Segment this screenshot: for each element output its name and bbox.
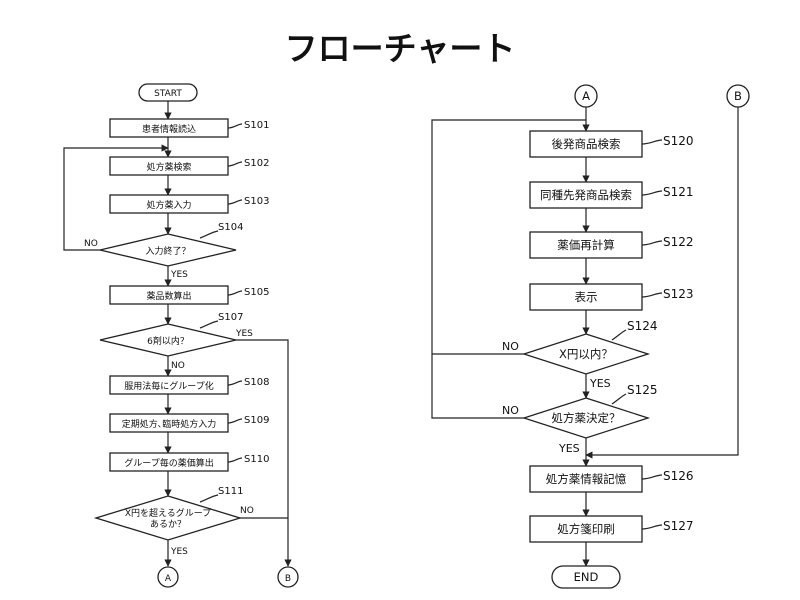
- branch-path-yes-s107: [236, 339, 292, 567]
- process-label-s105: 薬品数算出: [146, 290, 191, 302]
- page-title: フローチャート: [285, 29, 516, 68]
- step-id-s111: S111: [218, 486, 243, 497]
- process-label-s123: 表示: [575, 290, 598, 304]
- step-id-s110: S110: [244, 454, 269, 465]
- process-display: [529, 283, 643, 311]
- start-label: START: [154, 89, 182, 99]
- process-label-s127: 処方箋印刷: [557, 522, 615, 536]
- process-label-s120: 後発商品検索: [552, 137, 621, 151]
- process-label-s103: 処方薬入力: [146, 199, 191, 211]
- decision-label-s124: X円以内？: [559, 347, 613, 361]
- step-id-s124: S124: [627, 319, 658, 333]
- connector-b-in-label: B: [734, 89, 742, 103]
- step-id-s122: S122: [663, 235, 694, 249]
- loop-no-to-s102: [63, 144, 169, 251]
- step-id-s125: S125: [627, 383, 658, 397]
- branch-no-s124: NO: [502, 340, 519, 353]
- branch-no-s125: NO: [502, 404, 519, 417]
- connector-a-out-label: A: [165, 574, 172, 584]
- process-generic-search: [529, 130, 643, 158]
- branch-yes-s111: YES: [170, 547, 188, 557]
- process-label-s101: 患者情報読込: [142, 123, 196, 135]
- step-id-s101: S101: [244, 120, 269, 131]
- process-print-prescription: [529, 515, 643, 543]
- decision-label-s125: 処方薬決定？: [552, 411, 621, 425]
- branch-no-s111: NO: [240, 506, 254, 516]
- process-label-s109: 定期処方､臨時処方入力: [122, 418, 217, 430]
- step-id-s121: S121: [663, 185, 694, 199]
- branch-yes-s124: YES: [589, 377, 611, 390]
- step-id-s109: S109: [244, 415, 269, 426]
- loop-no-to-s120: [431, 119, 586, 419]
- connector-b-out-label: B: [285, 574, 291, 584]
- branch-yes-s104: YES: [170, 270, 188, 280]
- process-label-s126: 処方薬情報記憶: [546, 472, 627, 486]
- connector-b-out: [277, 566, 299, 588]
- branch-yes-s125: YES: [558, 442, 580, 455]
- connector-a-in-label: A: [582, 89, 590, 103]
- step-id-s108: S108: [244, 377, 269, 388]
- connector-a-out: [157, 566, 179, 588]
- process-label-s110: グループ毎の薬価算出: [124, 457, 213, 469]
- branch-yes-s107: YES: [235, 329, 253, 339]
- process-label-s102: 処方薬検索: [146, 161, 191, 173]
- step-id-s103: S103: [244, 196, 269, 207]
- process-label-s121: 同種先発商品検索: [540, 188, 632, 202]
- process-price-recalc: [529, 231, 643, 259]
- step-id-s120: S120: [663, 134, 694, 148]
- step-id-s127: S127: [663, 519, 694, 533]
- step-id-s102: S102: [244, 158, 269, 169]
- decision-label-s111-line2: あるか？: [150, 519, 186, 530]
- branch-no-s107: NO: [171, 361, 185, 371]
- step-id-s126: S126: [663, 469, 694, 483]
- decision-label-s104: 入力終了？: [145, 245, 190, 257]
- branch-no-s104: NO: [84, 239, 98, 249]
- step-id-s107: S107: [218, 312, 243, 323]
- end-label: END: [574, 570, 599, 584]
- step-id-s105: S105: [244, 287, 269, 298]
- process-brand-search: [529, 181, 643, 209]
- end-terminal: [551, 565, 621, 589]
- decision-label-s111-line1: X円を超えるグループ: [125, 507, 211, 519]
- step-id-s123: S123: [663, 287, 694, 301]
- connector-b-path: [585, 107, 739, 459]
- process-label-s108: 服用法毎にグループ化: [124, 380, 213, 392]
- step-id-s104: S104: [218, 222, 243, 233]
- decision-label-s107: 6剤以内？: [147, 335, 189, 347]
- process-label-s122: 薬価再計算: [557, 238, 615, 252]
